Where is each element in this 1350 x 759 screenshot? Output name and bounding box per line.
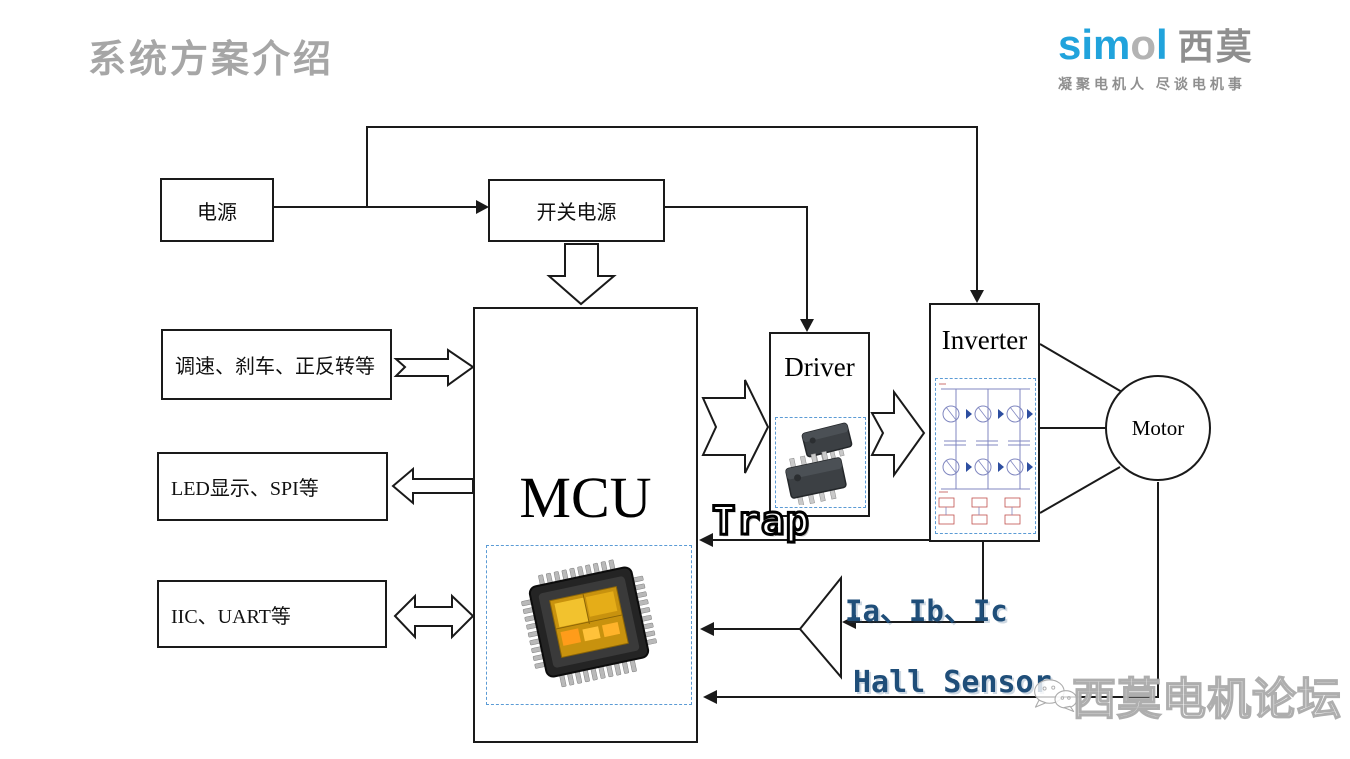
inverter-schematic (938, 383, 1033, 525)
wire-top-feedback (366, 126, 978, 297)
arrowhead-currents-into-mcu (700, 622, 714, 636)
arrowhead-currents-into-triangle (842, 615, 856, 629)
wechat-icon (1034, 679, 1078, 713)
brand-logo-en-part1: sim (1058, 21, 1131, 68)
brand-tagline: 凝聚电机人 尽谈电机事 (1058, 76, 1246, 92)
page-title: 系统方案介绍 (88, 39, 335, 81)
driver-chip-frame (775, 417, 866, 508)
signal-phase-currents-label: Ia、Ib、Ic (845, 594, 1008, 628)
node-motor-label: Motor (1131, 415, 1185, 440)
arrowhead-into-inverter (970, 290, 984, 303)
node-switch-power-label: 开关电源 (536, 202, 617, 224)
block-arrow-driver-to-inverter (870, 388, 926, 479)
arrowhead-hall-into-mcu (703, 690, 717, 704)
node-comm-label: IIC、UART等 (171, 605, 291, 628)
mcu-chip-frame (486, 545, 692, 705)
node-switch-power: 开关电源 (488, 179, 665, 242)
wire-hall (714, 482, 1159, 698)
node-power-label: 电源 (197, 201, 237, 224)
brand-logo-row: simol 西莫 (1058, 18, 1318, 70)
mcu-chip-image (521, 559, 657, 688)
arrowhead-into-driver (800, 319, 814, 332)
brand-logo-en-part2: o (1130, 21, 1157, 68)
block-arrow-mcu-to-display (391, 466, 474, 506)
node-comm: IIC、UART等 (157, 580, 387, 648)
node-motor: Motor (1105, 375, 1211, 481)
arrowhead-trap-into-mcu (699, 533, 713, 547)
node-driver: Driver (769, 332, 870, 517)
arrowhead-into-switch (476, 200, 489, 214)
block-arrow-inputs-to-mcu (393, 348, 475, 387)
node-inverter-label: Inverter (941, 325, 1028, 355)
wire-phase-top (1039, 343, 1123, 393)
wire-phase-bottom (1039, 466, 1121, 514)
brand-logo-en-part3: l (1156, 21, 1168, 68)
brand-logo-en: simol (1058, 23, 1168, 67)
watermark: 西莫电机论坛 (1032, 655, 1342, 735)
wire-switch-to-driver (665, 206, 808, 325)
block-arrow-mcu-to-driver (701, 379, 770, 474)
signal-trap-label: Trap (711, 498, 811, 546)
current-sense-triangle (798, 575, 842, 680)
node-display-label: LED显示、SPI等 (171, 478, 319, 500)
driver-chip-image (785, 422, 853, 505)
block-arrow-switch-to-mcu (546, 243, 617, 306)
node-inputs-label: 调速、刹车、正反转等 (175, 356, 375, 378)
signal-hall-label: Hall Sensor (853, 665, 1052, 700)
inverter-schematic-frame (935, 378, 1036, 534)
node-mcu-label: MCU (519, 465, 652, 530)
brand-logo-cn: 西莫 (1177, 26, 1254, 67)
watermark-text: 西莫电机论坛 (1071, 674, 1342, 725)
node-inverter: Inverter (929, 303, 1040, 542)
brand-logo: simol 西莫 凝聚电机人 尽谈电机事 (1058, 18, 1318, 94)
block-arrow-comm-mcu-bidir (393, 593, 475, 640)
node-mcu: MCU (473, 307, 698, 743)
node-display: LED显示、SPI等 (157, 452, 388, 521)
wire-currents-in (852, 542, 984, 623)
node-inputs: 调速、刹车、正反转等 (161, 329, 392, 400)
node-driver-label: Driver (784, 352, 855, 382)
node-power: 电源 (160, 178, 274, 242)
